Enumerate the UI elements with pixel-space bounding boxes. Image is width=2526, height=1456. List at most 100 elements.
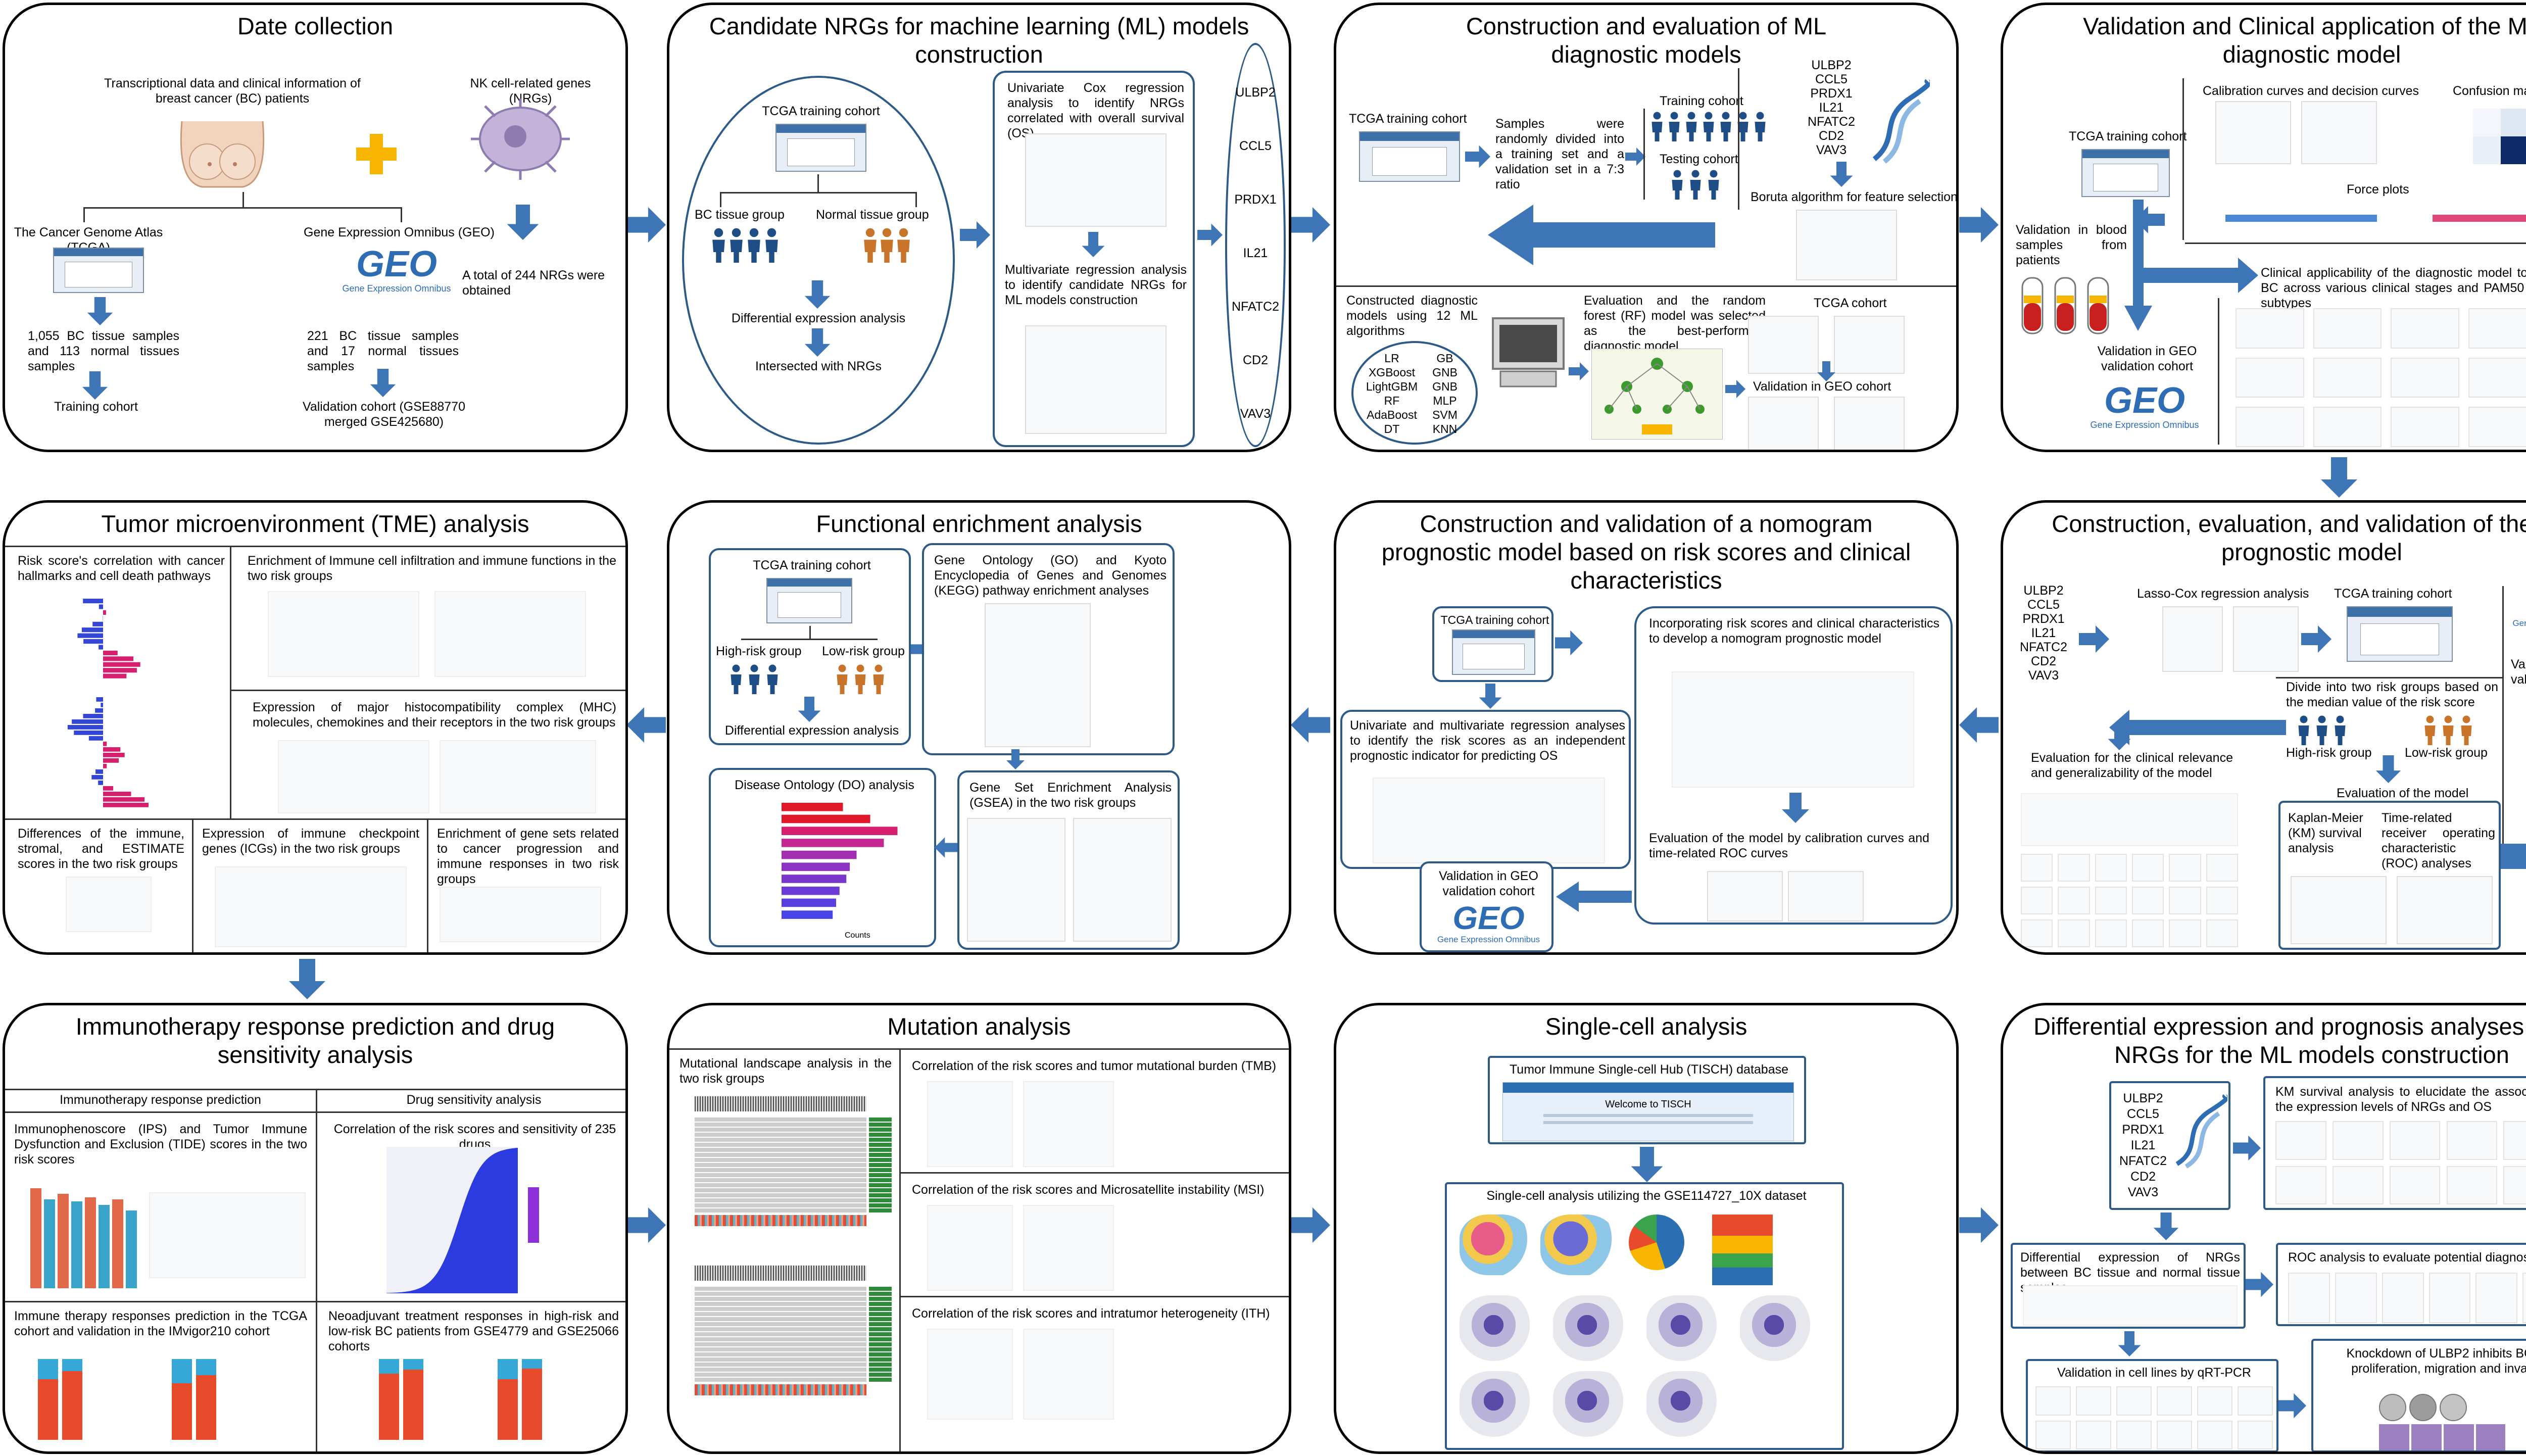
onco-side: [869, 1286, 892, 1382]
bar: [103, 656, 134, 661]
divider-v: [1738, 68, 1739, 210]
ips-bar: [44, 1199, 55, 1288]
geo-validation-label: Validation in GEO validation cohort: [1439, 869, 1538, 898]
divider-h: [1336, 285, 1956, 287]
lasso-thumb: [2233, 606, 2299, 672]
gene-label: VAV3: [1816, 143, 1847, 157]
divider-h: [230, 690, 625, 691]
geo-logo: GEO Gene Expression Omnibus: [2512, 581, 2526, 628]
plot-thumb: [2058, 919, 2090, 947]
umap-grid: [1454, 1209, 1838, 1447]
arrow-p6-p5: [626, 702, 666, 748]
gene-label: IL21: [2130, 1138, 2156, 1152]
panel-title: Construction and validation of a nomogra…: [1381, 510, 1911, 594]
low-risk-label: Low-risk group: [822, 644, 905, 658]
right-arrow: [1569, 361, 1589, 381]
stack-bar: [498, 1359, 518, 1379]
do-bar: [782, 862, 850, 871]
plot-thumb: [2157, 1420, 2192, 1449]
do-bar: [782, 803, 843, 811]
stack-bar: [172, 1383, 192, 1440]
panel-title: Immunotherapy response prediction and dr…: [75, 1013, 555, 1068]
gene-label: PRDX1: [1234, 192, 1277, 207]
gene-umap-thumb: [1740, 1295, 1816, 1361]
right-arrow: [1197, 220, 1223, 250]
arrow-p8-p7: [1959, 702, 1999, 748]
nk-genes-label: NK cell-related genes (NRGs): [470, 76, 591, 106]
bar: [88, 736, 103, 741]
nomogram-thumb: [1672, 671, 1914, 788]
panel-title: Differential expression and prognosis an…: [2033, 1013, 2526, 1068]
right-arrow: [1555, 629, 1583, 657]
forest-plot-thumb: [1025, 133, 1167, 227]
bar: [83, 714, 103, 718]
gene-label: CD2: [1818, 129, 1844, 143]
ith-label: Correlation of the risk scores and intra…: [912, 1306, 1270, 1321]
testing-cohort-label: Testing cohort: [1660, 152, 1738, 166]
bracket: [2182, 78, 2184, 240]
qpcr-grid: [2035, 1386, 2273, 1449]
stack-bar: [172, 1359, 192, 1383]
plot-thumb: [2468, 357, 2526, 398]
decision-thumb: [2301, 101, 2377, 164]
onco-matrix: [695, 1117, 866, 1212]
lasso-label: Lasso-Cox regression analysis: [2137, 587, 2309, 601]
km-thumb: [2291, 876, 2387, 944]
divider-v: [2218, 298, 2219, 445]
plot-thumb: [2468, 308, 2526, 349]
plot-thumb: [2021, 919, 2053, 947]
down-arrow: [2152, 1212, 2180, 1240]
tcga-box: TCGA training cohort High-risk group Low…: [709, 548, 911, 745]
down-arrow: [2374, 755, 2402, 783]
right-arrow: [1465, 144, 1490, 169]
km-box: KM survival analysis to elucidate the as…: [2263, 1076, 2526, 1210]
do-bar: [782, 898, 836, 907]
eval-model-label: Evaluation of the model: [2337, 786, 2469, 800]
gene-label: LightGBM: [1366, 380, 1418, 393]
onco-side: [869, 1117, 892, 1212]
do-box: Disease Ontology (DO) analysis Counts: [709, 768, 936, 947]
plot-thumb: [2275, 1121, 2326, 1160]
panel-title: Mutation analysis: [887, 1013, 1071, 1040]
right-arrow: [2233, 1134, 2261, 1162]
right-arrow: [2079, 624, 2109, 654]
clinical-roc-grid: [2236, 308, 2526, 447]
roc-thumb: [1834, 316, 1905, 374]
plot-thumb: [2468, 407, 2526, 447]
gene-label: CCL5: [2127, 1107, 2159, 1121]
heat-legend: [528, 1187, 539, 1243]
gene-umap-thumb: [1553, 1295, 1629, 1361]
plot-thumb: [2238, 1420, 2273, 1449]
bar: [99, 645, 103, 650]
validation-cohort-label: Validation cohort (GSE88770 merged GSE42…: [303, 400, 465, 429]
scatter-thumb: [1023, 1081, 1114, 1167]
ips-bar: [112, 1199, 123, 1288]
bracket: [1643, 109, 1645, 200]
bar: [72, 719, 103, 724]
lasso-thumb: [2162, 606, 2223, 672]
bar: [103, 742, 107, 746]
arrow-p9-p10: [626, 1202, 666, 1248]
forest-plot-thumb-2: [1025, 325, 1167, 434]
plot-thumb: [2095, 854, 2127, 882]
gene-label: CD2: [1242, 353, 1268, 367]
imvigor-stacked-bars: [28, 1354, 296, 1445]
training-cohort-label: Training cohort: [54, 400, 138, 414]
plot-thumb: [2236, 308, 2304, 349]
split-line-v: [242, 192, 244, 208]
split-label: Samples were randomly divided into a tra…: [1495, 117, 1624, 191]
bar: [103, 673, 127, 678]
tcga-screenshot-icon: [2347, 606, 2453, 662]
bar: [92, 621, 103, 626]
tcga-ellipse: [682, 76, 955, 445]
gene-label: NFATC2: [1808, 115, 1855, 129]
umap-thumb: [1540, 1215, 1616, 1275]
qpcr-label: Validation in cell lines by qRT-PCR: [2057, 1366, 2251, 1380]
gene-umap-thumb: [1646, 1371, 1722, 1437]
stack-bar: [196, 1359, 216, 1375]
clinical-label: Clinical applicability of the diagnostic…: [2261, 266, 2526, 310]
dna-helix-icon: [1872, 79, 1930, 164]
left-arrow: [935, 836, 957, 859]
uni-cox-label: Univariate Cox regression analysis to id…: [1007, 81, 1184, 140]
scatter-thumb: [1023, 1205, 1114, 1291]
